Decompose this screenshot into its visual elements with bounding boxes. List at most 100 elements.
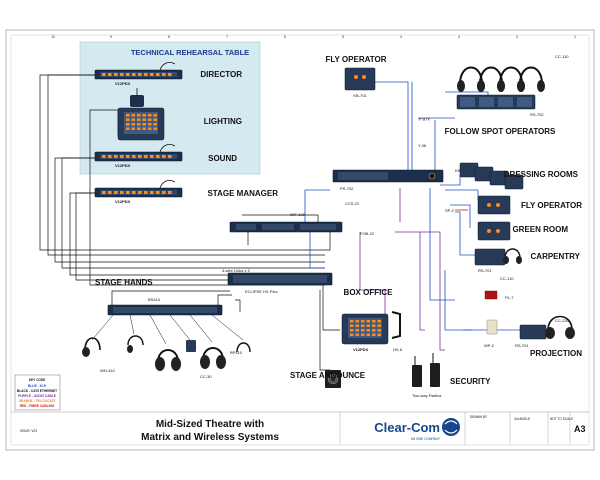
panel-key[interactable] — [372, 333, 376, 337]
beltpack[interactable] — [479, 97, 494, 107]
panel-key[interactable] — [168, 191, 172, 194]
panel-key[interactable] — [361, 324, 365, 328]
panel-key[interactable] — [144, 155, 148, 158]
panel-key[interactable] — [366, 333, 371, 337]
panel-key[interactable] — [377, 320, 382, 323]
panel-key[interactable] — [108, 73, 112, 76]
panel-key[interactable] — [361, 320, 365, 323]
director-panel[interactable]: V12PDX — [94, 62, 183, 86]
fly-operator-right-device[interactable] — [477, 195, 511, 215]
panel-key[interactable] — [372, 324, 376, 328]
panel-key[interactable] — [162, 73, 166, 76]
fly-operator-top-device[interactable]: KB-701 — [344, 67, 376, 98]
panel-key[interactable] — [372, 329, 376, 332]
panel-key[interactable] — [126, 155, 130, 158]
panel-key[interactable] — [102, 73, 106, 76]
panel-key[interactable] — [131, 127, 136, 131]
panel-key[interactable] — [366, 324, 371, 328]
panel-key[interactable] — [132, 191, 136, 194]
panel-key[interactable] — [132, 73, 136, 76]
panel-key[interactable] — [148, 127, 152, 131]
panel-key[interactable] — [144, 73, 148, 76]
panel-key[interactable] — [148, 123, 152, 126]
panel-key[interactable] — [366, 320, 371, 323]
panel-key[interactable] — [150, 191, 154, 194]
panel-key[interactable] — [377, 324, 382, 328]
projection-devices[interactable] — [486, 315, 575, 340]
sound-panel[interactable]: V12PDX — [94, 144, 183, 168]
panel-key[interactable] — [350, 333, 354, 337]
panel-key[interactable] — [126, 73, 130, 76]
panel-key[interactable] — [132, 155, 136, 158]
panel-key[interactable] — [377, 333, 382, 337]
panel-key[interactable] — [361, 333, 365, 337]
panel-key[interactable] — [142, 123, 147, 126]
panel-key[interactable] — [138, 155, 142, 158]
panel-key[interactable] — [355, 324, 360, 328]
panel-key[interactable] — [162, 155, 166, 158]
ps702-unit[interactable]: PS-702 — [332, 169, 444, 191]
green-room-device[interactable] — [477, 221, 511, 241]
panel-key[interactable] — [153, 123, 158, 126]
panel-key[interactable] — [102, 155, 106, 158]
panel-key[interactable] — [162, 191, 166, 194]
bs410-unit[interactable] — [107, 304, 223, 316]
panel-key[interactable] — [156, 191, 160, 194]
pl7-device[interactable] — [484, 290, 498, 300]
panel-key[interactable] — [102, 191, 106, 194]
panel-key[interactable] — [355, 320, 360, 323]
panel-key[interactable] — [138, 73, 142, 76]
panel-key[interactable] — [120, 155, 124, 158]
panel-key[interactable] — [144, 191, 148, 194]
panel-key[interactable] — [168, 73, 172, 76]
panel-key[interactable] — [131, 123, 136, 126]
beltpack[interactable] — [460, 97, 475, 107]
panel-key[interactable] — [137, 114, 141, 117]
panel-key[interactable] — [361, 329, 365, 332]
panel-key[interactable] — [168, 155, 172, 158]
beltpack[interactable] — [498, 97, 513, 107]
panel-key[interactable] — [153, 114, 158, 117]
panel-key[interactable] — [150, 155, 154, 158]
panel-key[interactable] — [148, 118, 152, 122]
panel-key[interactable] — [350, 320, 354, 323]
eclipse-unit[interactable] — [227, 272, 333, 286]
panel-key[interactable] — [377, 329, 382, 332]
dressing-rooms-devices[interactable] — [459, 162, 524, 190]
panel-key[interactable] — [153, 118, 158, 122]
panel-key[interactable] — [126, 114, 130, 117]
stage-manager-panel[interactable]: V12PDX — [94, 180, 183, 204]
panel-key[interactable] — [355, 333, 360, 337]
panel-key[interactable] — [366, 329, 371, 332]
lighting-panel[interactable] — [117, 88, 165, 141]
panel-key[interactable] — [137, 127, 141, 131]
panel-key[interactable] — [108, 155, 112, 158]
follow-spot-beltpacks[interactable] — [456, 94, 536, 110]
carpentry-device[interactable] — [474, 248, 522, 266]
panel-key[interactable] — [148, 114, 152, 117]
panel-key[interactable] — [114, 191, 118, 194]
panel-key[interactable] — [372, 320, 376, 323]
panel-key[interactable] — [114, 73, 118, 76]
box-office-device[interactable] — [341, 311, 401, 345]
panel-key[interactable] — [126, 127, 130, 131]
panel-key[interactable] — [114, 155, 118, 158]
panel-key[interactable] — [156, 73, 160, 76]
panel-key[interactable] — [108, 191, 112, 194]
panel-key[interactable] — [350, 329, 354, 332]
panel-key[interactable] — [350, 324, 354, 328]
panel-key[interactable] — [126, 123, 130, 126]
panel-key[interactable] — [138, 191, 142, 194]
panel-key[interactable] — [137, 123, 141, 126]
panel-key[interactable] — [142, 118, 147, 122]
panel-key[interactable] — [153, 127, 158, 131]
panel-key[interactable] — [126, 191, 130, 194]
panel-key[interactable] — [126, 118, 130, 122]
panel-key[interactable] — [120, 73, 124, 76]
panel-key[interactable] — [137, 118, 141, 122]
panel-key[interactable] — [150, 73, 154, 76]
imf102-unit[interactable] — [229, 221, 343, 233]
panel-key[interactable] — [131, 118, 136, 122]
beltpack[interactable] — [517, 97, 532, 107]
panel-key[interactable] — [355, 329, 360, 332]
